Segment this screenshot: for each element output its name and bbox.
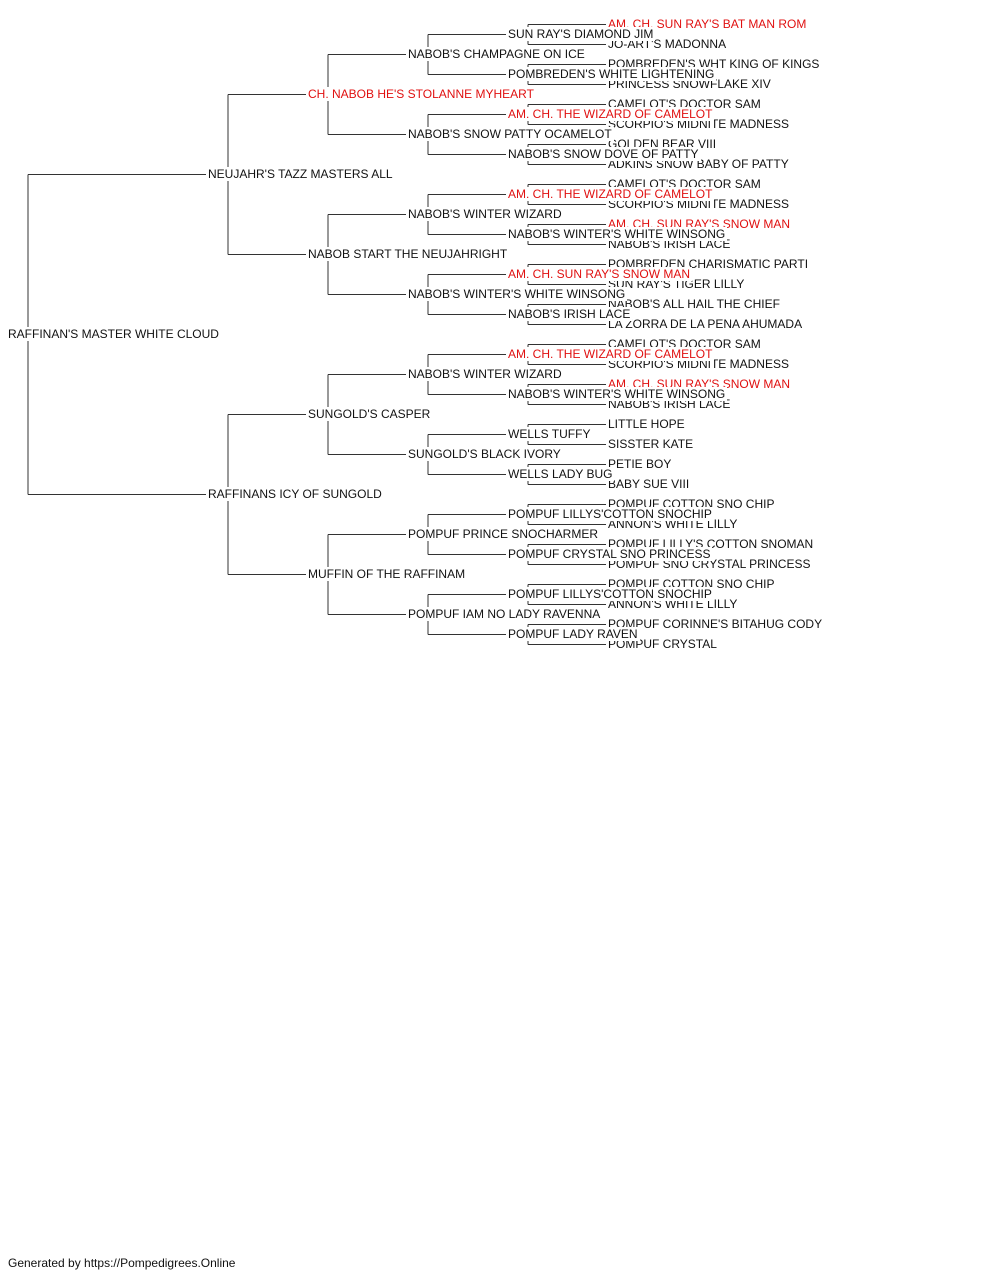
pedigree-sire-name: PETIE BOY (608, 457, 674, 471)
pedigree-dam-name: POMBREDEN'S WHITE LIGHTENING (508, 67, 717, 81)
pedigree-sire-name: POMPUF LILLYS'COTTON SNOCHIP (508, 587, 714, 601)
pedigree-sire-name: NABOB'S WINTER WIZARD (408, 207, 564, 221)
pedigree-sire-name: NABOB'S CHAMPAGNE ON ICE (408, 47, 587, 61)
pedigree-dam-name: NABOB START THE NEUJAHRIGHT (308, 247, 510, 261)
pedigree-sire-name: CH. NABOB HE'S STOLANNE MYHEART (308, 87, 536, 101)
pedigree-sire-name: NABOB'S WINTER WIZARD (408, 367, 564, 381)
pedigree-dam-name: MUFFIN OF THE RAFFINAM (308, 567, 468, 581)
pedigree-dam-name: NABOB'S IRISH LACE (508, 307, 633, 321)
pedigree-sire-name: WELLS TUFFY (508, 427, 593, 441)
pedigree-dam-name: BABY SUE VIII (608, 477, 692, 491)
pedigree-sire-name: AM. CH. THE WIZARD OF CAMELOT (508, 107, 715, 121)
pedigree-dam-name: WELLS LADY BUG (508, 467, 615, 481)
pedigree-dam-name: SUNGOLD'S BLACK IVORY (408, 447, 563, 461)
pedigree-subject-name: RAFFINAN'S MASTER WHITE CLOUD (8, 327, 221, 341)
pedigree-sire-name: AM. CH. SUN RAY'S SNOW MAN (508, 267, 693, 281)
pedigree-sire-name: AM. CH. SUN RAY'S BAT MAN ROM (608, 17, 809, 31)
pedigree-sire-name: NABOB'S ALL HAIL THE CHIEF (608, 297, 782, 311)
pedigree-dam-name: POMPUF LADY RAVEN (508, 627, 640, 641)
pedigree-dam-name: NABOB'S SNOW DOVE OF PATTY (508, 147, 701, 161)
footer-credit: Generated by https://Pompedigrees.Online (8, 1256, 236, 1270)
pedigree-sire-name: AM. CH. THE WIZARD OF CAMELOT (508, 347, 715, 361)
pedigree-dam-name: POMPUF IAM NO LADY RAVENNA (408, 607, 603, 621)
pedigree-dam-name: POMPUF CRYSTAL SNO PRINCESS (508, 547, 713, 561)
pedigree-sire-name: NEUJAHR'S TAZZ MASTERS ALL (208, 167, 395, 181)
pedigree-sire-name: POMPUF PRINCE SNOCHARMER (408, 527, 601, 541)
pedigree-sire-name: LITTLE HOPE (608, 417, 687, 431)
pedigree-dam-name: LA ZORRA DE LA PENA AHUMADA (608, 317, 805, 331)
pedigree-dam-name: NABOB'S SNOW PATTY OCAMELOT (408, 127, 614, 141)
pedigree-sire-name: SUNGOLD'S CASPER (308, 407, 433, 421)
pedigree-sire-name: SUN RAY'S DIAMOND JIM (508, 27, 656, 41)
pedigree-sire-name: AM. CH. THE WIZARD OF CAMELOT (508, 187, 715, 201)
pedigree-sire-name: POMPUF LILLYS'COTTON SNOCHIP (508, 507, 714, 521)
pedigree-dam-name: NABOB'S WINTER'S WHITE WINSONG (508, 387, 728, 401)
pedigree-sire-name: POMPUF CORINNE'S BITAHUG CODY (608, 617, 825, 631)
pedigree-dam-name: RAFFINANS ICY OF SUNGOLD (208, 487, 384, 501)
pedigree-dam-name: NABOB'S WINTER'S WHITE WINSONG (508, 227, 728, 241)
pedigree-dam-name: SISSTER KATE (608, 437, 696, 451)
pedigree-dam-name: NABOB'S WINTER'S WHITE WINSONG (408, 287, 628, 301)
